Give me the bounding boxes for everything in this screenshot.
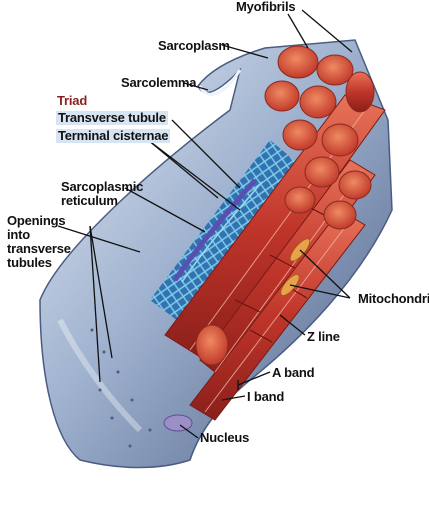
triad-label: Triad [57,94,87,108]
z-line-label: Z line [307,330,340,344]
openings-label: Openings into transverse tubules [7,214,71,270]
terminal-cisternae-label: Terminal cisternae [56,129,170,143]
nucleus-label: Nucleus [200,431,249,445]
nucleus-shape [164,415,192,431]
sarcoplasm-label: Sarcoplasm [158,39,230,53]
sarcolemma-label: Sarcolemma [121,76,196,90]
a-band-label: A band [272,366,314,380]
sarcoplasmic-reticulum-label: Sarcoplasmic reticulum [61,180,143,208]
mitochondria-label: Mitochondria [358,292,429,306]
transverse-tubule-label: Transverse tubule [56,111,168,125]
myofibrils-label: Myofibrils [236,0,295,14]
i-band-label: I band [247,390,284,404]
